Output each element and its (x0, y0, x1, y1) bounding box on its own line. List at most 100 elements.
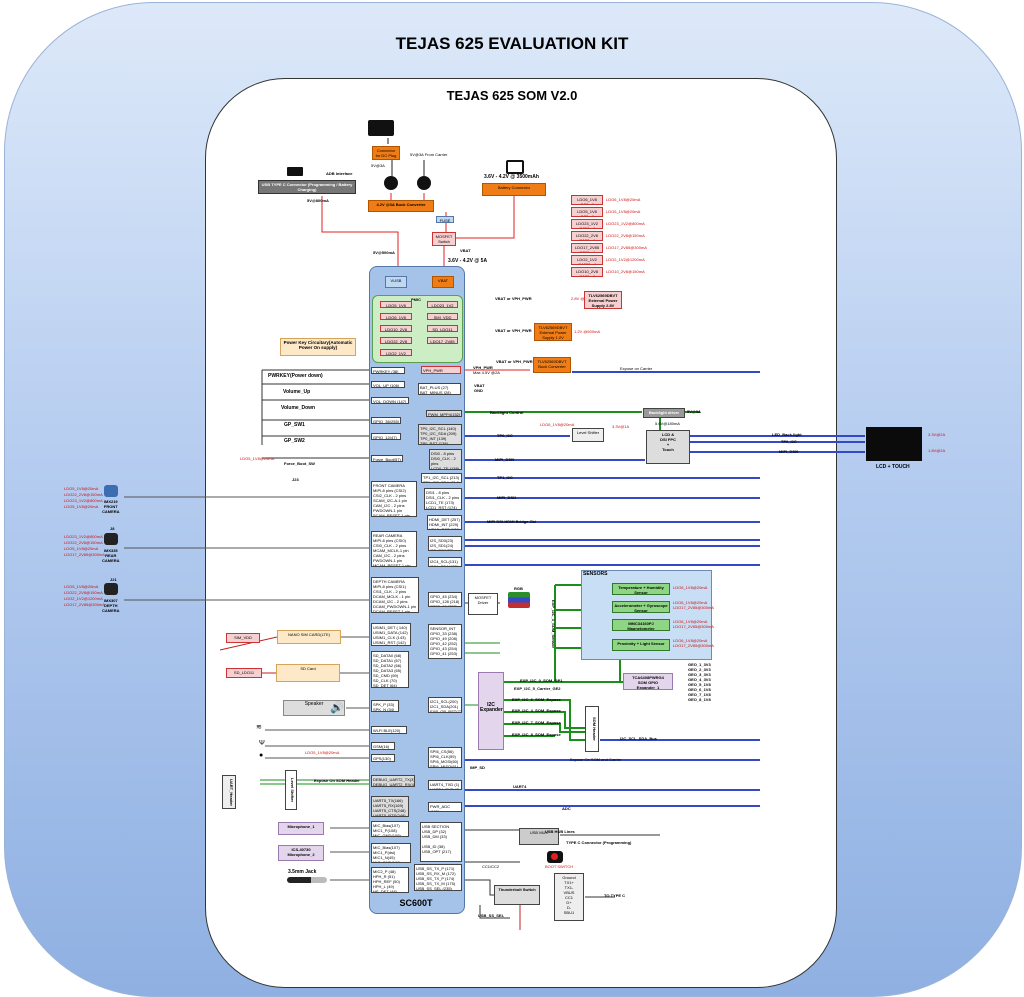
pmic-ldo2: LDO2_1V2 (380, 349, 412, 356)
som-header: SOM Header (585, 706, 599, 752)
kit-title: TEJAS 625 EVALUATION KIT (395, 34, 629, 53)
ldo-list-item: LDO17_2V85 @300mA (571, 243, 603, 253)
mosfet-driver: MOSFET Driver (468, 593, 498, 615)
sensor-supply-note: LDO6_1V8@20mA LDO17_2V85@300mA (673, 600, 714, 610)
mosfet-switch: MOSFET Switch (432, 232, 456, 246)
speaker: Speaker (283, 700, 345, 716)
speaker-icon: 🔊 (330, 702, 344, 714)
depth-camera-label: IMX307 DEPTH CAMERA (102, 598, 120, 613)
adb-interface-label: ADB Interface (326, 171, 353, 176)
gpio-expander-outputs: GEO_1_3V3 GEO_2_3V3 GEO_3_3V3 GEO_4_3V3 … (688, 662, 711, 702)
power-key-circuit: Power Key Circuitary(Automatic Power On … (280, 338, 356, 356)
pin-spi6: SPI6_CS(56) SPI6_CLK(59) SPI6_MOSI(60) S… (428, 747, 462, 768)
usb-ss-sel-label: USB_SS_SEL (478, 913, 505, 918)
dc-switch-icon (384, 176, 398, 190)
rear-camera-supply-note: LDO17_2V85@300mA (64, 552, 105, 557)
sim-vdd: SIM_VDD (226, 633, 260, 643)
ldo-list-note: LDO2_1V2@1200mA (606, 257, 645, 262)
gp-sw1-label: GP_SW1 (284, 422, 305, 428)
pin-tp0-i2c: TP0_I2C_SCL (140) TP0_I2C_SDA (209) TP0_… (418, 424, 462, 445)
imp-sd-label: IMP_SD (470, 765, 485, 770)
rear-camera-supply-note: LDO22_2V8@150mA (64, 540, 103, 545)
pmic-ldo10: LDO10_2V8 (380, 325, 412, 332)
hdmi-bridge-label: MIPI DSI-HDMI Bridge Ckt (487, 519, 536, 524)
expose-som-carrier-label: Expose On SOM and Carrier (570, 757, 622, 762)
dc-plug-icon (368, 120, 394, 136)
expander-bus-label: EXP_I2C_4_SOM_Expose (512, 708, 561, 713)
rear-camera-label: IMX335 REAR CAMERA (102, 548, 120, 563)
pin-uart5: UART5_TX(166) UART5_RX(169) UART5_CTS(24… (371, 796, 409, 817)
front-camera-supply-note: LDO22_2V8@150mA (64, 492, 103, 497)
backlight-output-label: 5.6V@180mA (655, 421, 680, 426)
pmic-ldo23: LDO23_1V2 (427, 301, 458, 308)
pmic-ldo22: LDO22_2V8 (380, 337, 412, 344)
pin-gpio45: GPIO_45 (234) GPIO_128 (218) GPIO_88 (23… (428, 592, 462, 607)
pin-wifi-ble: Wi-Fi BLE(120) (371, 726, 407, 734)
debug-supply-note: LDO5_1V8@20mA (305, 750, 340, 755)
temperature-humidity-sensor: Temperature + Humidity Sensor (612, 583, 670, 595)
i2c-bus-label: I2C_SCL_SDA_Bus (620, 736, 657, 741)
ldo-list-item: LDO2_1V2 @1200mA (571, 255, 603, 265)
usb-hub-label: USB HUB Lines (545, 829, 575, 834)
pwrkey-switch-label: PWRKEY(Power down) (268, 373, 323, 379)
rear-camera-supply-note: LDO5_1V8@20mA (64, 546, 99, 551)
microphone-1: Microphone_1 (278, 822, 324, 835)
pin-mic1: MIC_Bias(107) MIC1_P(108) MIC_GND(109) (371, 821, 409, 837)
pin-force-boot: Force_Boot(57) (371, 455, 403, 462)
i2c-expander: I2C Expander (478, 672, 504, 750)
magnetometer-sensor: MMC34160PJ Magnetometer (612, 619, 670, 631)
pmic-ldo17: LDO17_2V85 (427, 337, 458, 344)
sd-ldo11: SD_LDO11 (226, 668, 262, 678)
front-camera-supply-note: LDO23_1V2@800mA (64, 498, 103, 503)
pin-gpio12: GPIO_12(47) (371, 433, 401, 440)
vbat-pin: VBAT (432, 276, 454, 288)
usb-power-label: 5V@800mA (307, 198, 329, 203)
force-boot-switch-label: Force_Boot_SW (284, 461, 315, 466)
backlight-voltage-label: 5V@3A (687, 409, 701, 414)
expose-carrier-label: Expose on Carrier (620, 366, 653, 371)
expander-bus-label: EXP_I2C_0_SOM_GP1 (520, 678, 563, 683)
pin-pwrkey: PWRKEY (38) (371, 367, 405, 374)
vph-pwr-label: VPH_PWR (473, 365, 493, 370)
lcd-supply-note: 3.3V@2A (928, 432, 946, 437)
mipi-dsi-label: MIPI_DSI0 (779, 449, 799, 454)
gps-pin-icon: ● (259, 752, 264, 759)
gpio-expander: TCA6408PWRG4 SOM GPIO Expander_1 (623, 673, 673, 690)
proximity-light-sensor: Proximity + Light Sensor (612, 639, 670, 651)
backlight-driver: Backlight driver (643, 408, 685, 418)
pin-gsm: GSM(16) (371, 742, 395, 750)
j8-label: J8 (110, 526, 115, 531)
battery-icon (506, 160, 524, 174)
front-camera-label: IMX219 FRONT CAMERA (102, 499, 120, 514)
vbat-vph-label: VBAT or VPH_PWR (495, 328, 532, 333)
pin-i2c4: I2C4_SCL(131) I2C4_SDA(132) (428, 557, 462, 567)
pin-sensor-int: SENSOR_INT GPIO_33 (238) GPIO_49 (208) G… (428, 624, 462, 659)
uart-header: UART_Header (222, 775, 236, 809)
front-camera-supply-note: LDO5_1V8@20mA (64, 486, 99, 491)
pmic-title: PMIC (411, 297, 421, 302)
sensor-supply-note: LDO6_1V8@20mA LDO17_2V85@300mA (673, 638, 714, 648)
pmic-ldo6: LDO6_1V8 (380, 313, 412, 320)
pin-uart4: UART4_TXD (1) UART4_RXD (8) (428, 780, 462, 790)
ldo-list-item: LDO22_2V8 @150mA (571, 231, 603, 241)
ldo-list-item: LDO5_1V8 @20mA (571, 207, 603, 217)
led-backlight-label: LED_Back-light (772, 432, 802, 437)
microphone-2: ICS-40730 Microphone_2 (278, 845, 324, 861)
pin-vph-pwr: VPH_PWR (421, 366, 461, 374)
uart-level-shifter: Level Shifter (285, 770, 297, 810)
typec-programming-label: TYPE C Connector (Programming) (566, 840, 632, 845)
carrier-switch-icon (417, 176, 431, 190)
expander-bus-label: EXP_I2C_5_Carrier_GE2 (514, 686, 561, 691)
ldo-list-note: LDO17_2V85@300mA (606, 245, 647, 250)
ldo-list-note: LDO22_2V8@150mA (606, 233, 645, 238)
pmic-ldo5: LDO5_1V8 (380, 301, 412, 308)
pin-rear-camera: REAR CAMERA MIPI-8 pins (CSI0) CSI0_CLK … (371, 531, 417, 567)
audio-jack-icon (287, 877, 327, 883)
vbat-vph-label: VBAT or VPH_PWR (496, 359, 533, 364)
cc-note: CC1/CC2 (482, 864, 500, 869)
pin-dsi1: DSI1 - 8 pins DSI1_CLK - 2 pins LCD1_TE … (424, 488, 462, 510)
ldo-list-note: LDO23_1V2@800mA (606, 221, 645, 226)
volume-up-switch-label: Volume_Up (283, 389, 311, 395)
backlight-control-label: Backlight Control (490, 410, 524, 415)
